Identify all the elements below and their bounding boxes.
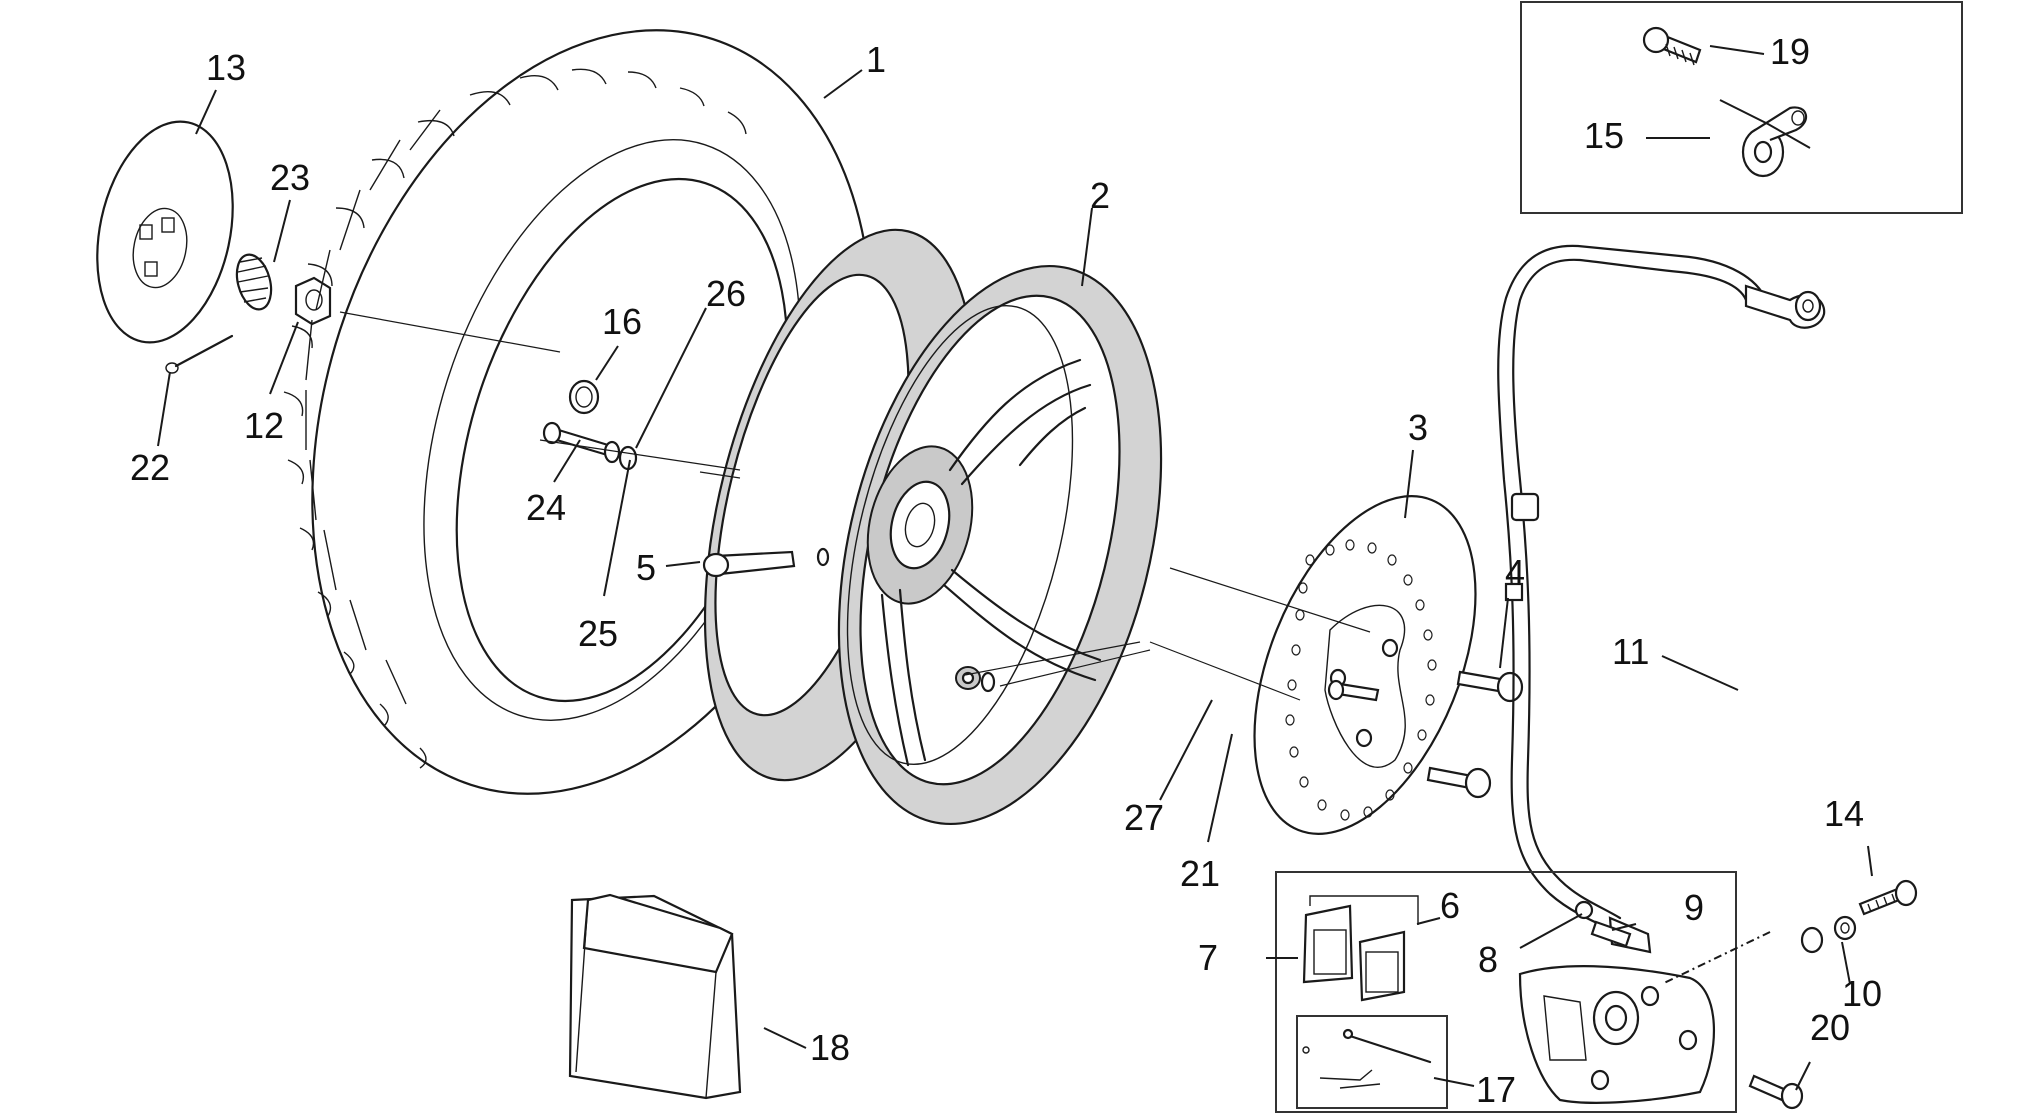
- brake-hose: [1497, 244, 1826, 954]
- spacer-and-washer: [955, 666, 996, 693]
- brake-pad-kit-box: [1275, 871, 1737, 1113]
- pin-kit-box: [1296, 1015, 1448, 1109]
- callout-21: 21: [1180, 853, 1220, 894]
- callout-14: 14: [1824, 793, 1864, 834]
- owners-manual-envelope: [568, 893, 742, 1100]
- callout-1: 1: [866, 39, 886, 80]
- tyre-valve: [702, 547, 830, 578]
- callout-24: 24: [526, 487, 566, 528]
- brake-disc: [1253, 495, 1477, 835]
- brake-disc-holes: [1285, 539, 1437, 821]
- callout-5: 5: [636, 547, 656, 588]
- wheel-rim: [703, 228, 1163, 826]
- pad-pin-kit: [1302, 1028, 1432, 1089]
- callout-13: 13: [206, 47, 246, 88]
- callout-leaders: [157, 45, 1873, 1091]
- callout-3: 3: [1408, 407, 1428, 448]
- callout-22: 22: [130, 447, 170, 488]
- callout-labels: 1 2 3 4 5 6 7 8 9 10 11 12 13 14 15 16 1…: [130, 31, 1882, 1110]
- disc-bolts: [1327, 670, 1524, 799]
- callout-23: 23: [270, 157, 310, 198]
- caliper-mount-bolt: [1748, 1074, 1804, 1110]
- axle-nut: [294, 276, 332, 326]
- callout-18: 18: [810, 1027, 850, 1068]
- callout-12: 12: [244, 405, 284, 446]
- clamp-detail-box: [1520, 1, 1963, 214]
- callout-25: 25: [578, 613, 618, 654]
- callout-17: 17: [1476, 1069, 1516, 1110]
- hose-bolt-and-washer: [1800, 879, 1918, 954]
- callout-20: 20: [1810, 1007, 1850, 1048]
- callout-19: 19: [1770, 31, 1810, 72]
- callout-6: 6: [1440, 885, 1460, 926]
- callout-7: 7: [1198, 937, 1218, 978]
- callout-27: 27: [1124, 797, 1164, 838]
- callout-26: 26: [706, 273, 746, 314]
- bearing: [235, 253, 273, 311]
- callout-11: 11: [1612, 631, 1649, 672]
- hub-cover-disc: [96, 120, 234, 344]
- split-pin: [165, 334, 234, 374]
- callout-4: 4: [1505, 552, 1525, 593]
- callout-16: 16: [602, 301, 642, 342]
- rim-screw-set: [542, 379, 638, 471]
- callout-2: 2: [1090, 175, 1110, 216]
- brake-pads: [1302, 895, 1419, 1002]
- callout-9: 9: [1684, 887, 1704, 928]
- callout-15: 15: [1584, 115, 1624, 156]
- assembly-axis-lines: [339, 311, 1371, 701]
- callout-10: 10: [1842, 973, 1882, 1014]
- callout-8: 8: [1478, 939, 1498, 980]
- brake-hose-clamp: [1642, 26, 1807, 178]
- brake-caliper: [1518, 900, 1715, 1104]
